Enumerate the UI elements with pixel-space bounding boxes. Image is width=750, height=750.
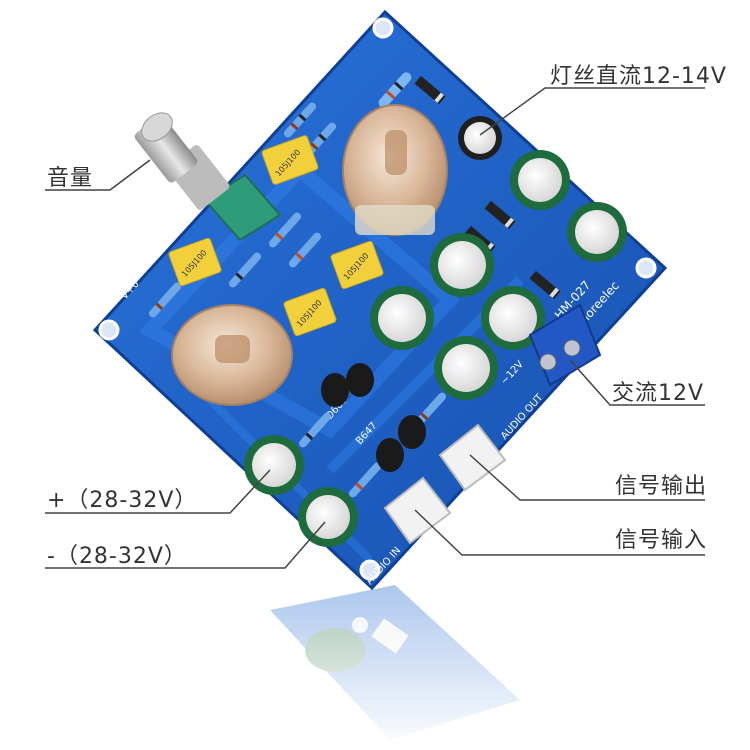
label-minus-supply: -（28-32V） (47, 544, 187, 569)
cap-4 (370, 286, 434, 350)
cap-5 (481, 286, 545, 350)
board-code: 9160LL00 (176, 41, 217, 85)
label-plus-supply: +（28-32V） (47, 488, 198, 513)
vacuum-tube-upper (342, 104, 448, 236)
label-signal-out: 信号输出 (615, 474, 708, 499)
vacuum-tube-lower (171, 304, 293, 406)
line-ac (569, 359, 705, 406)
label-volume: 音量 (47, 166, 94, 191)
cap-plus-supply (244, 435, 304, 495)
cap-3 (430, 233, 494, 297)
ac-terminal-block (528, 303, 602, 387)
cap-minus-supply (298, 487, 358, 547)
film-capacitors: 105J100 105J100 105J100 105J100 (168, 135, 384, 337)
line-minus (45, 521, 326, 569)
cap-6 (434, 336, 498, 400)
cap-filament (458, 116, 502, 160)
label-filament: 灯丝直流12-14V (550, 64, 727, 89)
line-signal-in (414, 509, 705, 556)
line-signal-out (469, 454, 705, 501)
resistors (148, 72, 447, 498)
transistors (321, 363, 426, 472)
label-signal-in: 信号输入 (615, 528, 708, 553)
cap-2 (567, 202, 627, 262)
line-volume (45, 159, 151, 191)
line-filament (479, 87, 705, 136)
callout-lines (45, 87, 705, 569)
line-plus (45, 469, 271, 514)
cap-1 (510, 150, 570, 210)
volume-potentiometer (134, 112, 282, 242)
label-ac-input: 交流12V (612, 381, 705, 406)
audio-in-connector (383, 476, 452, 545)
electrolytic-capacitors (244, 116, 627, 547)
board-reflection (0, 585, 750, 750)
